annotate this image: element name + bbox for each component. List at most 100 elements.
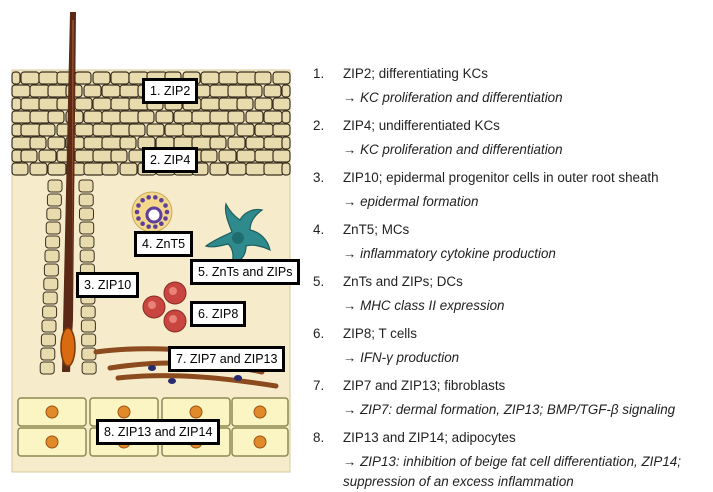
mast-cell-granule — [153, 224, 158, 229]
keratinocyte — [110, 149, 128, 163]
adipocyte-nucleus — [117, 405, 131, 419]
callout-zip13-zip14: 8. ZIP13 and ZIP14 — [96, 419, 221, 445]
list-item-heading: ZIP8; T cells — [343, 326, 417, 341]
sheath-cell — [43, 263, 59, 277]
mast-cell-granule — [164, 209, 170, 215]
sheath-cell — [78, 179, 94, 193]
list-item-effect: → ZIP7: dermal formation, ZIP13; BMP/TGF… — [343, 402, 676, 417]
keratinocyte — [83, 136, 104, 150]
keratinocyte — [263, 84, 282, 98]
keratinocyte — [164, 123, 184, 137]
keratinocyte — [281, 136, 291, 150]
keratinocyte — [227, 110, 245, 124]
list-item-heading: ZIP4; undifferentiated KCs — [343, 118, 500, 133]
outer-root-sheath — [39, 179, 97, 375]
keratinocyte — [110, 123, 132, 137]
keratinocyte — [218, 149, 237, 163]
t-cells — [142, 281, 187, 333]
keratinocyte — [254, 123, 274, 137]
sheath-cell — [39, 361, 55, 375]
list-item-number: 8. — [313, 430, 325, 445]
keratinocyte — [11, 136, 33, 150]
sheath-cell — [78, 207, 94, 221]
keratinocyte — [38, 123, 56, 137]
list-item-effect: → IFN-γ production — [343, 350, 460, 365]
list-item-effect: → MHC class II expression — [343, 298, 505, 313]
keratinocyte — [11, 162, 29, 176]
adipocyte-nucleus — [189, 405, 203, 419]
sheath-cell — [47, 179, 63, 193]
sheath-cell — [79, 221, 95, 235]
keratinocyte — [29, 136, 47, 150]
keratinocyte — [245, 84, 263, 98]
list-item: 6.ZIP8; T cells→ IFN-γ production — [313, 324, 708, 368]
keratinocyte — [200, 97, 221, 111]
keratinocyte — [20, 123, 42, 137]
callout-zip2: 1. ZIP2 — [142, 78, 199, 104]
list-item: 1.ZIP2; differentiating KCs→ KC prolifer… — [313, 64, 708, 108]
list-item-effect: → KC proliferation and differentiation — [343, 90, 563, 105]
keratinocyte — [119, 162, 138, 176]
keratinocyte — [119, 136, 137, 150]
sheath-cell — [79, 249, 95, 263]
list-item-effect: → ZIP13: inhibition of beige fat cell di… — [343, 454, 681, 469]
list-item-number: 4. — [313, 222, 325, 237]
sheath-cell — [43, 277, 59, 291]
keratinocyte — [236, 123, 255, 137]
keratinocyte — [245, 136, 265, 150]
list-item-effect: → KC proliferation and differentiation — [343, 142, 563, 157]
mast-cell — [131, 191, 173, 233]
keratinocyte — [29, 84, 50, 98]
keratinocyte — [92, 71, 111, 85]
mast-cell-granule — [163, 216, 168, 221]
mast-cell-granule — [140, 197, 145, 203]
keratinocyte — [119, 84, 140, 98]
list-item-heading: ZIP10; epidermal progenitor cells in out… — [343, 170, 659, 185]
mast-cell-granule — [159, 197, 164, 203]
mast-cell-granule — [136, 216, 141, 221]
keratinocyte — [110, 97, 131, 111]
list-item-number: 1. — [313, 66, 325, 81]
keratinocyte — [11, 84, 31, 98]
hair-shaft-highlight — [72, 20, 74, 300]
sheath-cell — [81, 347, 97, 361]
keratinocyte — [209, 110, 231, 124]
list-item-number: 7. — [313, 378, 325, 393]
list-item-effect: suppression of an excess inflammation — [343, 474, 574, 489]
dendritic-cell — [204, 202, 271, 265]
keratinocyte — [11, 110, 32, 124]
mast-cell-granule — [153, 195, 158, 200]
keratinocyte — [272, 123, 291, 137]
keratinocyte — [209, 84, 230, 98]
keratinocyte — [146, 123, 165, 137]
sheath-cell — [81, 333, 97, 347]
adipocyte-nucleus — [253, 435, 267, 449]
sheath-cell — [78, 193, 94, 207]
keratinocyte — [119, 110, 141, 124]
callout-znts-and-zips: 5. ZnTs and ZIPs — [190, 259, 301, 285]
keratinocyte — [218, 123, 236, 137]
list-item-number: 2. — [313, 118, 325, 133]
sheath-cell — [41, 319, 57, 333]
keratinocyte — [155, 110, 174, 124]
list-item-heading: ZIP7 and ZIP13; fibroblasts — [343, 378, 506, 393]
sheath-cell — [44, 249, 60, 263]
sheath-cell — [45, 235, 61, 249]
keratinocyte — [263, 162, 285, 176]
keratinocyte — [20, 97, 41, 111]
list-item-number: 3. — [313, 170, 325, 185]
keratinocyte — [92, 97, 112, 111]
keratinocyte — [47, 162, 67, 176]
sheath-cell — [80, 319, 96, 333]
list-item-effect: → epidermal formation — [343, 194, 479, 209]
keratinocyte — [74, 97, 93, 111]
list-item: 4.ZnT5; MCs→ inflammatory cytokine produ… — [313, 220, 708, 264]
keratinocyte — [101, 84, 121, 98]
keratinocyte — [200, 71, 220, 85]
keratinocyte — [110, 71, 130, 85]
keratinocyte — [20, 71, 40, 85]
callout-znt5: 4. ZnT5 — [134, 231, 194, 257]
keratinocyte — [101, 110, 122, 124]
keratinocyte — [29, 162, 48, 176]
list-item-effect: → inflammatory cytokine production — [343, 246, 556, 261]
